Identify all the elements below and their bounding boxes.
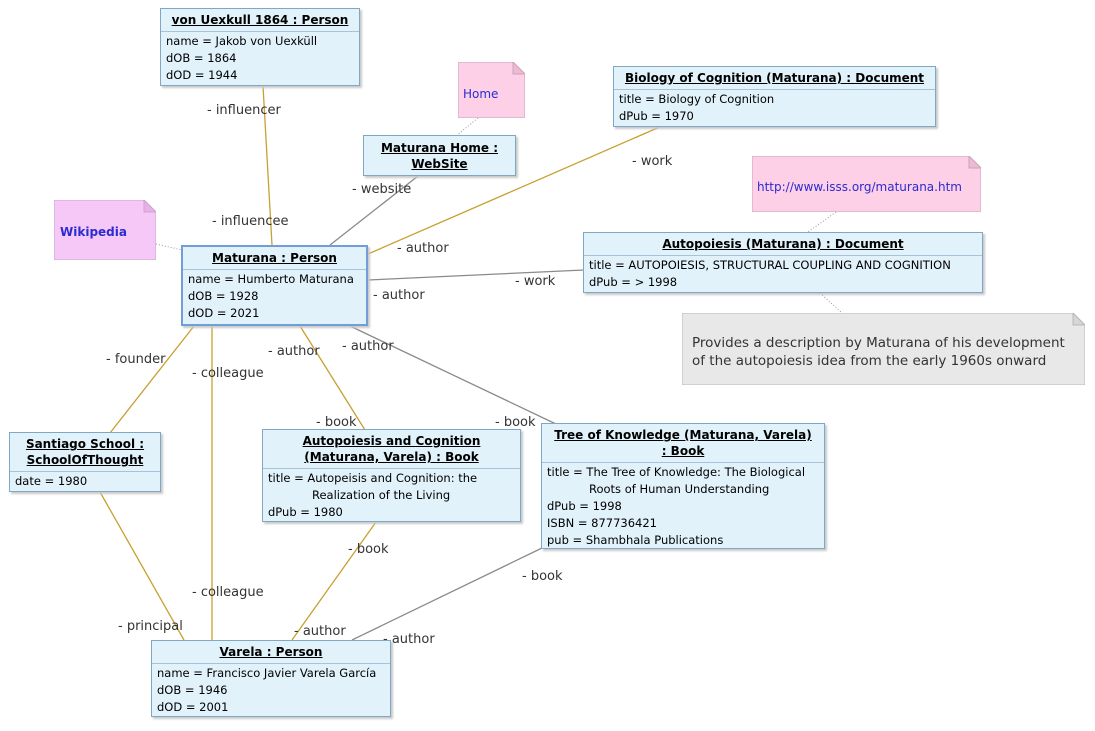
uexkull-title: von Uexkull 1864 : Person <box>161 9 359 32</box>
role-label-author-autodoc: - author <box>373 288 425 303</box>
role-label-work-autodoc: - work <box>515 274 556 289</box>
role-label-colleague-maturana: - colleague <box>192 366 264 381</box>
tree-title-attr: title = The Tree of Knowledge: The Biolo… <box>547 465 806 479</box>
home-note-shape <box>458 62 525 118</box>
description-line-2: of the autopoiesis idea from the early 1… <box>692 353 1047 369</box>
author-work-autodoc-line <box>367 269 585 281</box>
maturana-home-title: Maturana Home : WebSite <box>364 136 515 175</box>
role-label-influencer: - influencer <box>207 103 281 118</box>
role-label-principal: - principal <box>118 619 183 634</box>
autobook-title-attr: title = Autopeisis and Cognition: the <box>268 471 478 485</box>
wikipedia-note-anchor <box>155 243 183 251</box>
varela-object[interactable]: Varela : Person name = Francisco Javier … <box>151 640 391 717</box>
maturana-object[interactable]: Maturana : Person name = Humberto Matura… <box>181 245 368 326</box>
role-label-author-varela-tree: - author <box>383 632 435 647</box>
tree-title-1: Tree of Knowledge (Maturana, Varela) <box>554 428 812 442</box>
autobook-title-2: (Maturana, Varela) : Book <box>304 450 479 464</box>
description-note-shape <box>682 313 1085 385</box>
principal-line <box>99 491 185 641</box>
autodoc-title: Autopoiesis (Maturana) : Document <box>584 233 982 256</box>
maturana-tree-line <box>349 325 557 425</box>
description-line-1: Provides a description by Maturana of hi… <box>692 335 1065 351</box>
home-note[interactable]: Home <box>458 62 525 118</box>
role-label-book-tree-varela: - book <box>522 569 563 584</box>
tree-title-attr-cont: Roots of Human Understanding <box>589 482 770 496</box>
maturana-dob: dOB = 1928 <box>188 289 259 303</box>
isss-note[interactable]: http://www.isss.org/maturana.htm <box>752 156 981 212</box>
varela-dod: dOD = 2001 <box>157 700 229 714</box>
autodoc-title-attr: title = AUTOPOIESIS, STRUCTURAL COUPLING… <box>589 258 951 272</box>
isss-note-anchor <box>807 211 837 233</box>
uexkull-object[interactable]: von Uexkull 1864 : Person name = Jakob v… <box>160 8 360 86</box>
uexkull-dod: dOD = 1944 <box>166 68 238 82</box>
role-label-author-varela-autobook: - author <box>294 624 346 639</box>
varela-dob: dOB = 1946 <box>157 683 228 697</box>
autodoc-dpub: dPub = > 1998 <box>589 275 678 289</box>
biology-title-attr: title = Biology of Cognition <box>619 92 775 106</box>
uexkull-dob: dOB = 1864 <box>166 51 237 65</box>
wikipedia-note[interactable]: Wikipedia <box>54 200 156 260</box>
autobook-dpub: dPub = 1980 <box>268 505 343 519</box>
santiago-title-1: Santiago School : <box>25 437 145 451</box>
tree-isbn: ISBN = 877736421 <box>547 516 657 530</box>
role-label-book-autobook-maturana: - book <box>316 415 357 430</box>
maturana-home-object[interactable]: Maturana Home : WebSite <box>363 135 516 176</box>
biology-of-cognition-object[interactable]: Biology of Cognition (Maturana) : Docume… <box>613 66 936 127</box>
autobook-title-attr-cont: Realization of the Living <box>312 488 451 502</box>
uexkull-name: name = Jakob von Uexküll <box>166 34 318 48</box>
tree-dpub: dPub = 1998 <box>547 499 622 513</box>
role-label-author-autobook: - author <box>268 344 320 359</box>
description-note-anchor <box>819 292 843 314</box>
role-label-work-biology: - work <box>632 154 673 169</box>
maturana-home-title-2: WebSite <box>411 157 468 171</box>
autopoiesis-book-object[interactable]: Autopoiesis and Cognition (Maturana, Var… <box>262 429 521 522</box>
santiago-date: date = 1980 <box>15 474 88 488</box>
autobook-title-1: Autopoiesis and Cognition <box>302 434 481 448</box>
maturana-home-title-1: Maturana Home : <box>380 141 499 155</box>
varela-autobook-line <box>291 521 377 641</box>
isss-note-shape <box>752 156 981 212</box>
influence-line <box>262 85 273 246</box>
role-label-book-autobook-varela: - book <box>348 542 389 557</box>
tree-title: Tree of Knowledge (Maturana, Varela) : B… <box>542 424 824 463</box>
tree-publisher: pub = Shambhala Publications <box>547 533 724 547</box>
wikipedia-note-shape <box>54 200 156 260</box>
role-label-author-tree: - author <box>342 339 394 354</box>
role-label-website: - website <box>352 182 412 197</box>
website-line <box>329 175 419 246</box>
varela-name: name = Francisco Javier Varela García <box>157 666 377 680</box>
biology-dpub: dPub = 1970 <box>619 109 694 123</box>
role-label-influencee: - influencee <box>212 214 289 229</box>
varela-title: Varela : Person <box>152 641 390 664</box>
maturana-dod: dOD = 2021 <box>188 306 260 320</box>
autobook-title: Autopoiesis and Cognition (Maturana, Var… <box>263 430 520 469</box>
role-label-founder: - founder <box>106 352 166 367</box>
autopoiesis-document-object[interactable]: Autopoiesis (Maturana) : Document title … <box>583 232 983 293</box>
tree-title-2: : Book <box>661 444 705 458</box>
role-label-colleague-varela: - colleague <box>192 585 264 600</box>
author-work-biology-line <box>367 125 663 255</box>
maturana-autobook-line <box>299 325 366 431</box>
tree-of-knowledge-object[interactable]: Tree of Knowledge (Maturana, Varela) : B… <box>541 423 825 549</box>
home-note-anchor <box>455 117 479 137</box>
role-label-author-biology: - author <box>397 241 449 256</box>
description-note: Provides a description by Maturana of hi… <box>682 313 1085 385</box>
santiago-school-object[interactable]: Santiago School : SchoolOfThought date =… <box>9 432 161 492</box>
role-label-book-tree-maturana: - book <box>495 415 536 430</box>
santiago-title-2: SchoolOfThought <box>26 453 144 467</box>
maturana-title: Maturana : Person <box>183 247 366 270</box>
santiago-title: Santiago School : SchoolOfThought <box>10 433 160 472</box>
maturana-name: name = Humberto Maturana <box>188 272 354 286</box>
founder-line <box>109 325 195 434</box>
isss-note-text[interactable]: http://www.isss.org/maturana.htm <box>757 180 962 194</box>
wikipedia-note-text[interactable]: Wikipedia <box>60 225 127 239</box>
home-note-text[interactable]: Home <box>463 87 499 101</box>
biology-title: Biology of Cognition (Maturana) : Docume… <box>614 67 935 90</box>
varela-tree-line <box>351 547 543 641</box>
